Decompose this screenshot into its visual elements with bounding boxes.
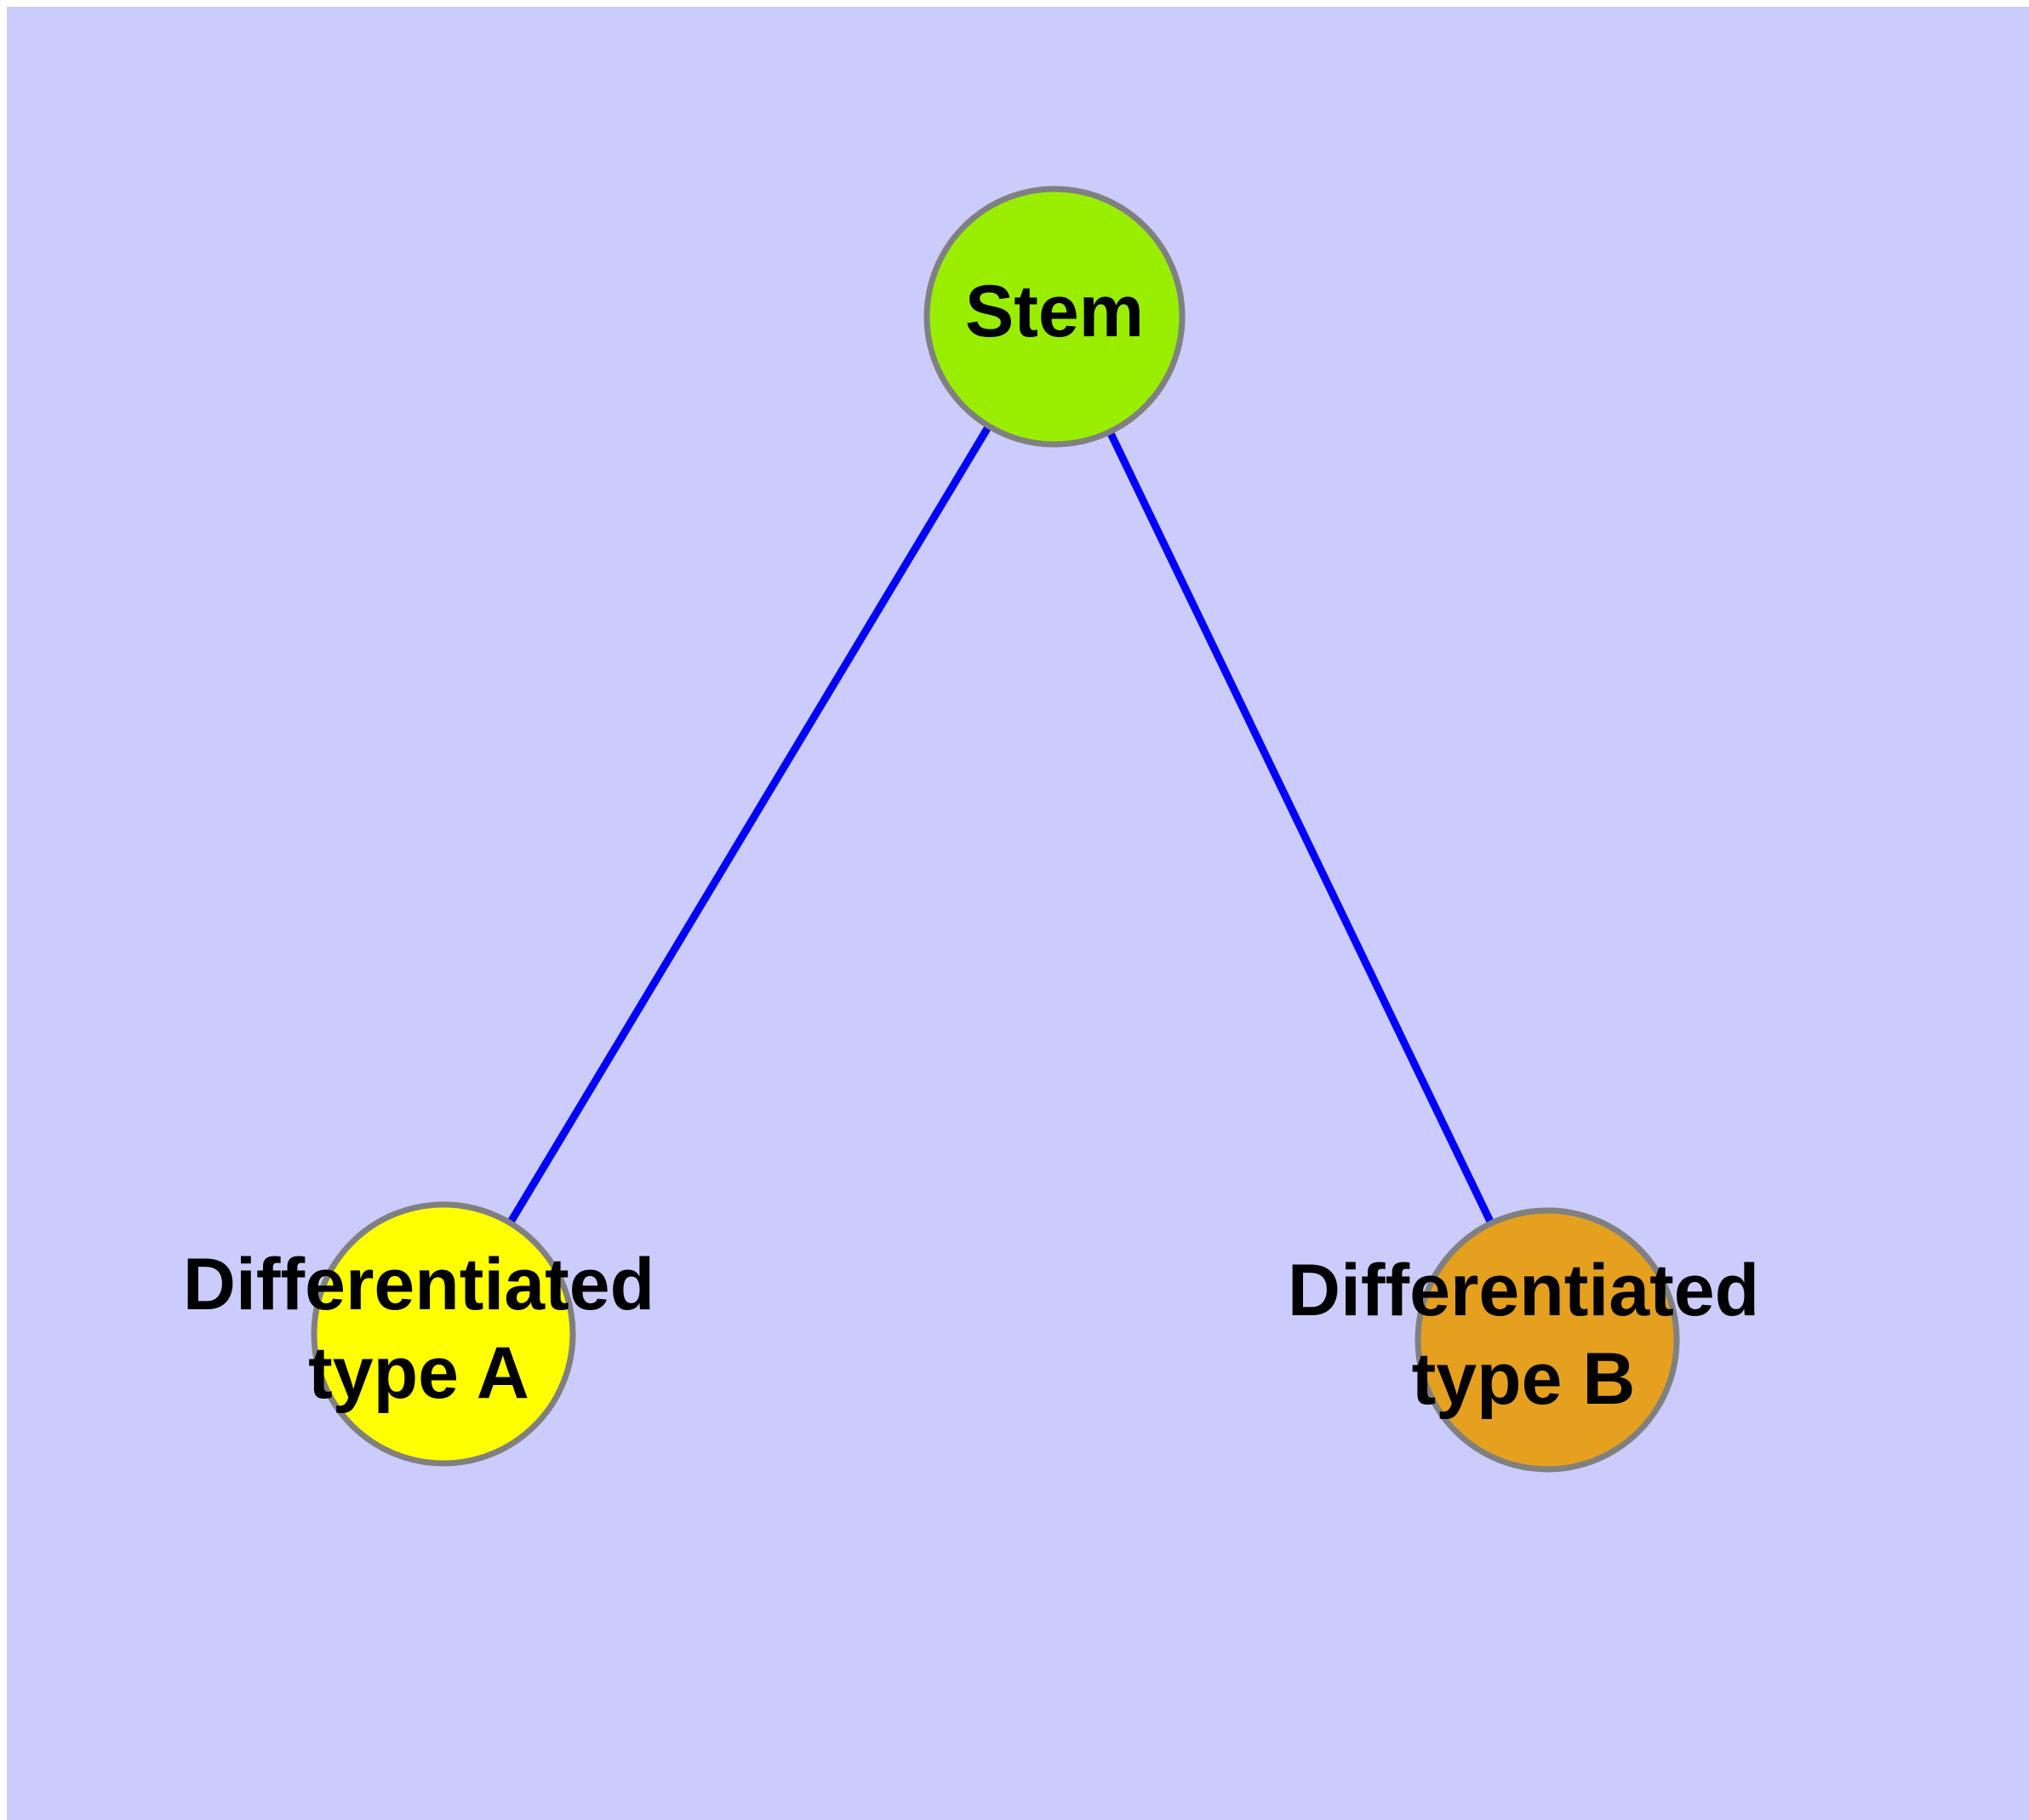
edge-layer	[440, 314, 1552, 1342]
node-stem-circle[interactable]	[923, 186, 1186, 448]
edge-stem-to-differentiated-type-a[interactable]	[440, 314, 1058, 1336]
node-stem[interactable]: Stem	[923, 186, 1186, 448]
node-differentiated-type-b-circle[interactable]	[1415, 1207, 1680, 1473]
edge-stem-to-differentiated-type-b[interactable]	[1050, 315, 1552, 1342]
node-stem-label: Stem	[965, 271, 1144, 352]
node-differentiated-type-a-circle[interactable]	[311, 1201, 576, 1467]
